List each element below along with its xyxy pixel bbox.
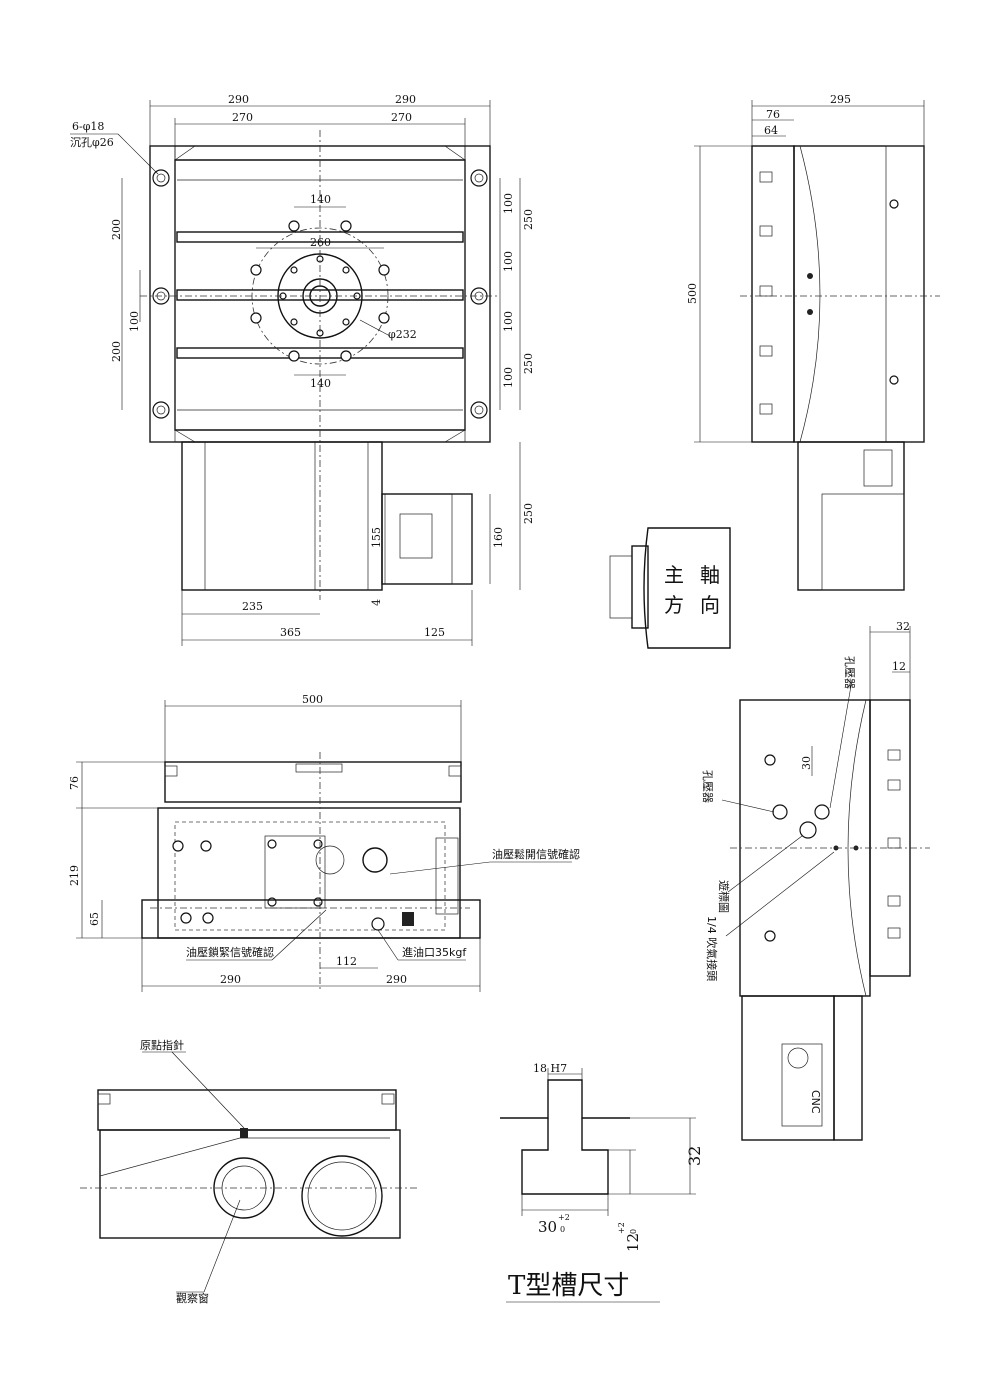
spindle-text-1a: 主 [664, 563, 684, 587]
dim-12-rear: 12 [892, 660, 906, 673]
dim-155: 155 [370, 527, 383, 548]
spindle-text-1b: 軸 [700, 563, 720, 587]
side-view-right: 500 76 64 295 [686, 93, 940, 591]
t-slot-30: 30 [538, 1218, 557, 1236]
dim-200-a: 200 [110, 219, 123, 240]
t-slot-32: 32 [685, 1146, 704, 1166]
dim-290-front-left: 290 [220, 973, 241, 986]
dim-200-b: 200 [110, 341, 123, 362]
dim-290-right: 290 [395, 93, 416, 106]
t-slot-title: T型槽尺寸 [508, 1271, 629, 1301]
dim-140-top: 140 [310, 193, 331, 206]
t-slot-18h7: 18 H7 [533, 1062, 567, 1075]
dim-r100-b: 100 [502, 251, 515, 272]
top-view-dimensions: 290 290 270 270 6-φ18 沉孔φ26 140 260 φ232… [70, 93, 535, 646]
t-slot-detail: 18 H7 32 30 +2 0 12 +2 0 T型槽尺寸 [500, 1062, 704, 1303]
dim-r250-a: 250 [522, 209, 535, 230]
dim-r100-a: 100 [502, 193, 515, 214]
dim-219-front: 219 [68, 865, 81, 886]
dim-4: 4 [370, 599, 383, 606]
dim-r100-d: 100 [502, 367, 515, 388]
hole-spec-2: 沉孔φ26 [70, 136, 114, 149]
dim-290-front-right: 290 [386, 973, 407, 986]
dim-500-side: 500 [686, 283, 699, 304]
dim-295-side: 295 [830, 93, 851, 106]
dim-r250-b: 250 [522, 353, 535, 374]
dim-r250-motor: 250 [522, 503, 535, 524]
label-rear-a: 孔壓器 [843, 656, 856, 689]
label-rear-c: 遊標圖 [717, 880, 731, 913]
dim-65-front: 65 [88, 912, 101, 926]
spindle-text-2b: 向 [700, 593, 720, 617]
dim-140-bot: 140 [310, 377, 331, 390]
rear-bolts [887, 749, 901, 939]
label-oil-lock: 油壓鎖緊信號確認 [186, 945, 274, 959]
t-slot-12: 12 [624, 1233, 642, 1252]
motor-brand: CNC [809, 1090, 822, 1114]
dim-32-rear: 32 [896, 620, 910, 633]
t-slot-12-tol-up: +2 [617, 1222, 626, 1234]
t-slot-30-tol-low: 0 [560, 1225, 565, 1234]
dim-r100-c: 100 [502, 311, 515, 332]
dim-500-front: 500 [302, 693, 323, 706]
dim-235: 235 [242, 600, 263, 613]
dim-160: 160 [492, 527, 505, 548]
label-oil-inlet: 進油口35kgf [402, 945, 467, 959]
rear-side-view: CNC 32 12 30 孔壓器 孔壓器 遊標圖 1/4 吹氣接頭 [701, 620, 930, 1141]
front-view: 500 76 219 65 112 290 290 油壓鬆開信號確認 油壓鎖緊信… [68, 693, 580, 992]
label-rear-b: 孔壓器 [701, 770, 714, 803]
bottom-view: 原點指針 觀察窗 [80, 1038, 420, 1305]
dim-270-left: 270 [232, 111, 253, 124]
label-oil-release: 油壓鬆開信號確認 [492, 847, 580, 861]
dim-365: 365 [280, 626, 301, 639]
t-slot-30-tol-up: +2 [558, 1213, 570, 1222]
dim-290-left: 290 [228, 93, 249, 106]
dim-30-rear: 30 [800, 756, 813, 770]
spindle-text-2a: 方 [664, 593, 684, 617]
dim-76-front: 76 [68, 776, 81, 790]
label-origin-pointer: 原點指針 [140, 1038, 184, 1052]
dim-100-left: 100 [128, 311, 141, 332]
dim-64-side: 64 [764, 124, 778, 137]
t-slot-12-tol-low: 0 [629, 1229, 638, 1234]
side-bolts [759, 171, 899, 415]
bolt-holes [250, 220, 390, 362]
spindle-direction: 主 軸 方 向 [609, 527, 731, 649]
dim-76-side: 76 [766, 108, 780, 121]
dim-260: 260 [310, 236, 331, 249]
label-rear-d: 1/4 吹氣接頭 [705, 916, 719, 981]
dim-232: φ232 [388, 328, 417, 341]
label-observe-window: 觀察窗 [176, 1291, 209, 1305]
dim-125: 125 [424, 626, 445, 639]
dim-270-right: 270 [391, 111, 412, 124]
top-view [140, 130, 500, 600]
hole-spec-1: 6-φ18 [72, 120, 104, 133]
dim-112-front: 112 [336, 955, 357, 968]
